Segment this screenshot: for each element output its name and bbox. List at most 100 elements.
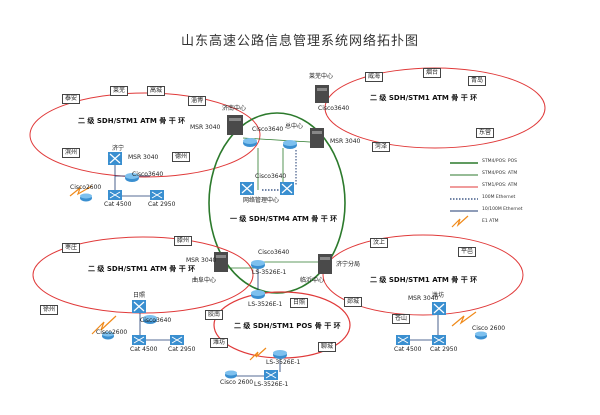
device-label: LS-3526E-1 [248,301,283,308]
site-box: 聊城 [318,342,337,352]
device-label: Cat 2950 [430,346,458,353]
site-box: 菏泽 [372,142,391,152]
site-box: 青岛 [468,76,487,86]
site-box: 枣庄 [62,243,81,253]
node-label: 潍坊 [432,292,445,299]
wireless-link-icon [249,347,267,361]
router-icon[interactable] [102,331,114,340]
node-label: 济宁 [112,145,125,152]
server-icon[interactable] [318,254,332,274]
node-label: 日照 [133,292,146,299]
site-box: 郯城 [344,297,363,307]
router-icon[interactable] [475,331,487,340]
node-label: 临沂中心 [300,277,325,284]
device-label: Cisco3640 [318,105,350,112]
server-icon[interactable] [310,128,324,148]
router-icon[interactable] [125,173,139,182]
switch-icon[interactable] [132,300,146,313]
device-label: Cisco3640 [252,126,284,133]
server-icon[interactable] [227,115,243,135]
router-icon[interactable] [80,193,92,202]
site-box: 烟台 [423,68,442,78]
router-icon[interactable] [225,370,237,379]
switch-icon[interactable] [132,335,146,345]
site-box: 高城 [147,86,166,96]
node-label: 总中心 [285,123,304,130]
ring-label-core: 一 级 SDH/STM4 ATM 骨 干 环 [230,215,338,223]
switch-icon[interactable] [150,190,164,200]
device-label: Cisco3640 [140,317,172,324]
site-box: 德州 [172,152,191,162]
router-icon[interactable] [251,260,265,269]
switch-icon[interactable] [396,335,410,345]
switch-icon[interactable] [264,370,278,380]
wireless-link-icon [451,311,477,327]
node-label: 网络管理中心 [243,197,280,204]
device-label: Cisco3640 [132,171,164,178]
device-label: LS-3526E-1 [252,269,287,276]
site-box: 胶南 [205,310,224,320]
wireless-link-icon [91,315,117,335]
site-box: 滨州 [62,148,81,158]
node-label: 莱芜中心 [309,73,334,80]
switch-icon[interactable] [240,182,254,195]
legend-item: 100M Ethernet [482,195,516,200]
device-label: Cisco3640 [258,249,290,256]
ring-label-pos: 二 级 SDH/STM1 POS 骨 干 环 [234,322,341,330]
site-box: 莱芜 [110,86,129,96]
device-label: LS-3526E-1 [266,359,301,366]
site-box: 泰安 [62,94,81,104]
site-box: 汶上 [370,238,389,248]
ring-label-nw: 二 级 SDH/STM1 ATM 骨 干 环 [78,117,186,125]
switch-icon[interactable] [170,335,184,345]
device-label: Cisco 2600 [220,379,254,386]
site-box: 潍坊 [210,338,229,348]
device-label: Cat 2950 [168,346,196,353]
switch-icon[interactable] [432,335,446,345]
switch-icon[interactable] [108,190,122,200]
device-label: MSR 3040 [190,124,221,131]
ring-nw-line [29,92,261,178]
site-box: 平邑 [458,247,477,257]
ring-se-line [322,234,524,316]
switch-icon[interactable] [432,302,446,315]
device-label: Cisco3640 [255,173,287,180]
router-icon[interactable] [251,290,265,299]
ring-core-line [208,112,346,294]
switch-icon[interactable] [280,182,294,195]
legend-item: 10/100M Ethernet [482,207,523,212]
device-label: MSR 3040 [128,154,159,161]
site-box: 东营 [476,128,495,138]
device-label: Cat 4500 [130,346,158,353]
device-label: Cisco2600 [70,184,102,191]
switch-icon[interactable] [108,152,122,165]
device-label: LS-3526E-1 [254,381,289,388]
legend-item: E1 ATM [482,219,499,224]
server-icon[interactable] [214,252,228,272]
device-label: Cat 4500 [394,346,422,353]
site-box: 滕州 [174,236,193,246]
router-icon[interactable] [283,140,297,149]
node-label: 济宁分局 [336,261,361,268]
node-label: 曲阜中心 [192,277,217,284]
node-label: 济南中心 [222,105,247,112]
device-label: Cat 2950 [148,201,176,208]
ring-label-se: 二 级 SDH/STM1 ATM 骨 干 环 [370,276,478,284]
device-label: Cisco2600 [96,329,128,336]
site-box: 淄博 [188,96,207,106]
device-label: MSR 3040 [186,257,217,264]
device-label: Cat 4500 [104,201,132,208]
site-box: 威海 [365,72,384,82]
device-label: MSR 3040 [408,295,439,302]
ring-ne-line [324,67,546,149]
site-box: 苍山 [392,314,411,324]
router-icon[interactable] [273,350,287,359]
router-icon[interactable] [143,315,157,324]
server-icon[interactable] [315,85,329,103]
legend-item: STM1/POS: ATM [482,183,518,188]
site-box: 徐州 [40,305,59,315]
device-label: Cisco 2600 [472,325,506,332]
router-icon[interactable] [243,138,257,147]
device-label: MSR 3040 [330,138,361,145]
